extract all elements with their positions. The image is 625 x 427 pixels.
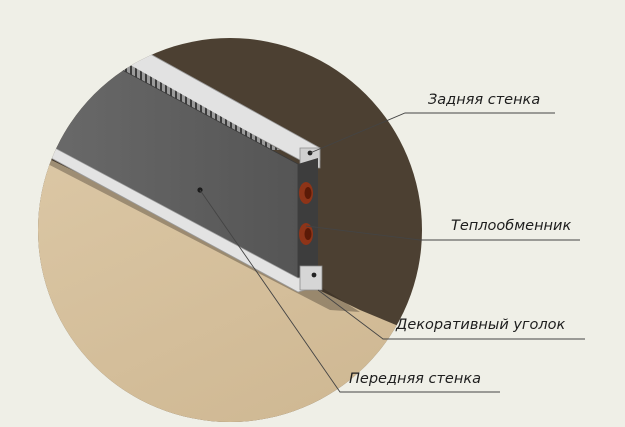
heat-exchanger-pipes (299, 182, 313, 245)
leader-heat-exchanger (305, 225, 580, 241)
screw-dot-corner (311, 272, 317, 278)
panel-end-profile (298, 158, 318, 278)
label-front-wall: Передняя стенка (349, 371, 481, 387)
heat-exchanger-fins (100, 58, 280, 150)
leader-decorative-corner (317, 289, 585, 340)
decorative-corner-end (299, 265, 323, 291)
label-back-wall: Задняя стенка (428, 92, 541, 108)
leader-front-wall (199, 189, 500, 393)
leader-lines (199, 112, 585, 393)
floor-surface (38, 135, 422, 422)
label-heat-exchanger: Теплообменник (451, 218, 572, 234)
leader-back-wall (309, 112, 555, 154)
label-decorative-corner: Декоративный уголок (396, 317, 566, 333)
